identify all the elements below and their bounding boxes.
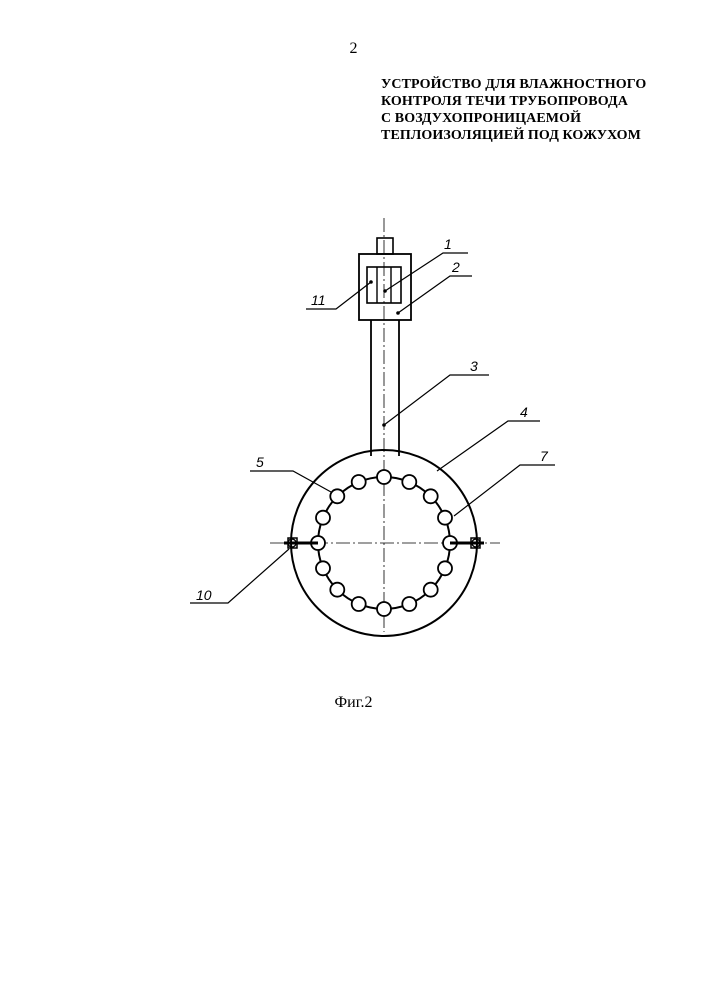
spacer-bump — [438, 561, 452, 575]
spacer-bump — [352, 475, 366, 489]
leader-7 — [454, 465, 555, 516]
leader-5 — [250, 471, 331, 492]
leader-4 — [437, 421, 540, 471]
spacer-bump — [424, 489, 438, 503]
leader-11-dot — [369, 280, 373, 284]
leader-1-dot — [383, 289, 387, 293]
spacer-bump — [316, 511, 330, 525]
label-11: 11 — [311, 292, 326, 308]
spacer-bump — [330, 489, 344, 503]
spacer-bump — [377, 470, 391, 484]
spacer-bump — [352, 597, 366, 611]
spacer-bump — [377, 602, 391, 616]
spacer-bump — [316, 561, 330, 575]
spacer-bump — [330, 583, 344, 597]
label-7: 7 — [540, 448, 549, 464]
label-10: 10 — [196, 587, 212, 603]
label-2: 2 — [451, 259, 460, 275]
spacer-bump — [424, 583, 438, 597]
leader-2 — [398, 276, 472, 313]
spacer-bump — [438, 511, 452, 525]
label-3: 3 — [470, 358, 478, 374]
spacer-bump — [402, 475, 416, 489]
label-5: 5 — [256, 454, 264, 470]
label-1: 1 — [444, 236, 452, 252]
label-4: 4 — [520, 404, 528, 420]
spacer-bump — [402, 597, 416, 611]
leader-3-dot — [382, 423, 386, 427]
leader-2-dot — [396, 311, 400, 315]
figure-caption: Фиг.2 — [0, 694, 707, 712]
top-cap — [377, 238, 393, 254]
